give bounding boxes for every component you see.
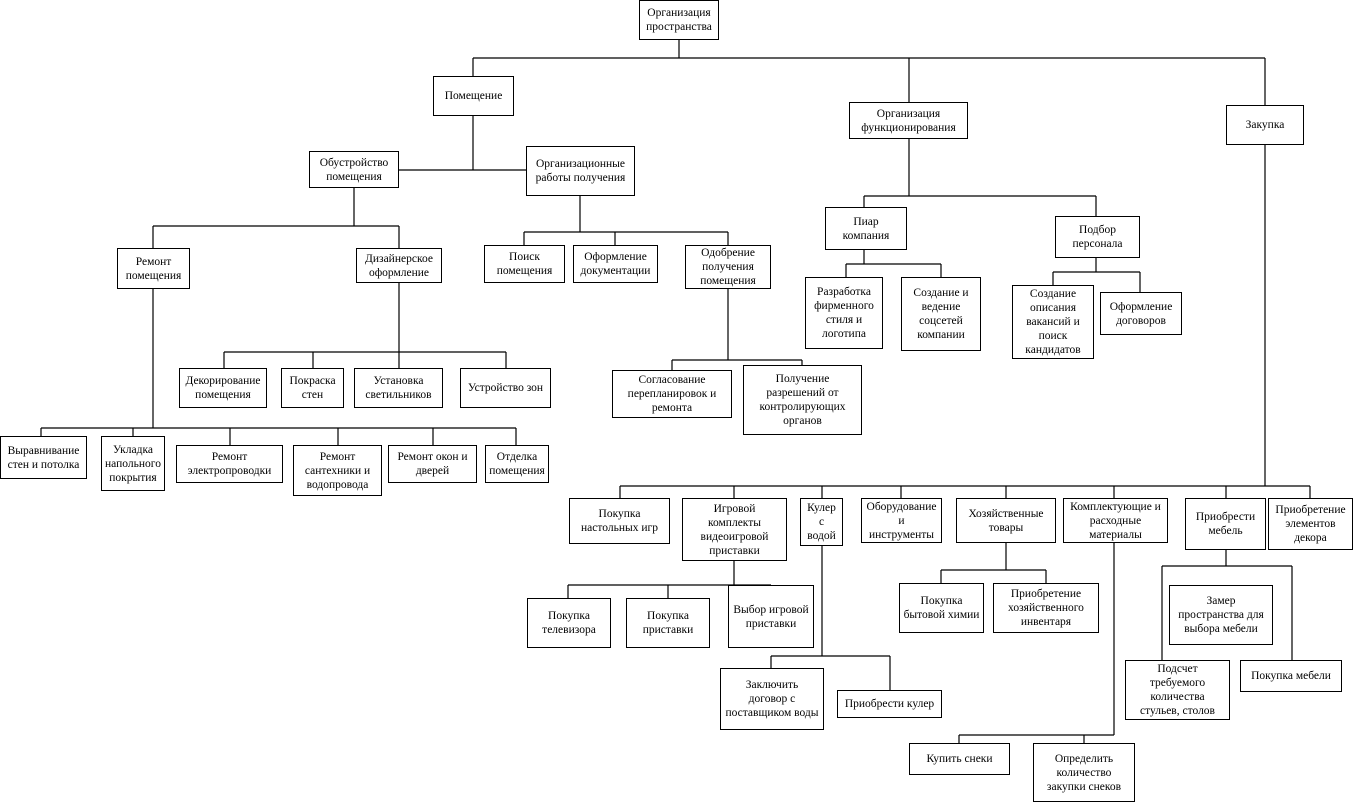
node-podschet-stulyev: Подсчет требуемого количества стульев, с… <box>1125 660 1230 720</box>
node-igrovoy-komplekt: Игровой комплекты видеоигровой приставки <box>682 498 787 561</box>
node-pokupka-bytovoy-himii: Покупка бытовой химии <box>899 583 984 633</box>
node-vyravnivanie-sten: Выравнивание стен и потолка <box>0 436 87 479</box>
node-obustroystvo-pomeshcheniya: Обустройство помещения <box>309 151 399 188</box>
node-organizatsiya-prostranstva: Организация пространства <box>639 0 719 40</box>
node-pokupka-mebeli: Покупка мебели <box>1240 660 1342 692</box>
node-soglasovanie-pereplanirovok: Согласование перепланировок и ремонта <box>612 370 732 418</box>
node-pokupka-pristavki: Покупка приставки <box>626 598 710 648</box>
node-poluchenie-razresheniy: Получение разрешений от контролирующих о… <box>743 365 862 435</box>
node-organizatsionnye-raboty: Организационные работы получения <box>526 146 635 196</box>
node-kupit-sneki: Купить снеки <box>909 743 1010 775</box>
node-remont-santehniki: Ремонт сантехники и водопровода <box>293 445 382 496</box>
node-piar-kompaniya: Пиар компания <box>825 207 907 250</box>
node-hozyaystvennye-tovary: Хозяйственные товары <box>956 498 1056 543</box>
node-priobretenie-dekora: Приобретение элементов декора <box>1268 498 1353 550</box>
node-sozdanie-opisaniya-vakansiy: Создание описания вакансий и поиск канди… <box>1012 285 1094 359</box>
node-priobresti-kuler: Приобрести кулер <box>837 690 942 718</box>
node-organizatsiya-funktsionirovaniya: Организация функционирования <box>849 102 968 139</box>
node-poisk-pomeshcheniya: Поиск помещения <box>484 245 565 283</box>
node-odobrenie-polucheniya: Одобрение получения помещения <box>685 245 771 289</box>
node-dizaynerskoe-oformlenie: Дизайнерское оформление <box>356 248 442 283</box>
node-pokupka-televizora: Покупка телевизора <box>527 598 611 648</box>
node-oformlenie-dokumentatsii: Оформление документации <box>573 245 658 283</box>
node-opredelit-kolichestvo-snekov: Определить количество закупки снеков <box>1033 743 1135 802</box>
node-ustanovka-svetilnikov: Установка светильников <box>354 368 443 408</box>
node-remont-elektroprovodki: Ремонт электропроводки <box>176 445 283 483</box>
node-zaklyuchit-dogovor-voda: Заключить договор с поставщиком воды <box>720 668 824 730</box>
node-priobresti-mebel: Приобрести мебель <box>1185 498 1266 550</box>
node-kuler-s-vodoy: Кулер с водой <box>800 498 843 546</box>
node-razrabotka-firmennogo-stilya: Разработка фирменного стиля и логотипа <box>805 277 883 349</box>
node-zamer-prostranstva: Замер пространства для выбора мебели <box>1169 585 1273 645</box>
node-oborudovanie-instrumenty: Оборудование и инструменты <box>861 498 942 543</box>
node-priobretenie-inventarya: Приобретение хозяйственного инвентаря <box>993 583 1099 633</box>
node-remont-okon-dverey: Ремонт окон и дверей <box>388 445 477 483</box>
node-sozdanie-socsetey: Создание и ведение соцсетей компании <box>901 277 981 351</box>
node-otdelka-pomeshcheniya: Отделка помещения <box>485 445 549 483</box>
node-zakupka: Закупка <box>1226 105 1304 145</box>
node-pokraska-sten: Покраска стен <box>281 368 344 408</box>
node-komplektuyushchie-materialy: Комплектующие и расходные материалы <box>1063 498 1168 543</box>
node-remont-pomeshcheniya: Ремонт помещения <box>117 248 190 289</box>
node-ustroystvo-zon: Устройство зон <box>460 368 551 408</box>
node-pomeshchenie: Помещение <box>433 76 514 116</box>
node-oformlenie-dogovorov: Оформление договоров <box>1100 292 1182 335</box>
node-ukladka-pokrytiya: Укладка напольного покрытия <box>101 436 165 491</box>
node-podbor-personala: Подбор персонала <box>1055 216 1140 258</box>
node-vybor-igrovoy-pristavki: Выбор игровой приставки <box>728 585 814 648</box>
node-pokupka-nastolnyh-igr: Покупка настольных игр <box>569 498 670 544</box>
node-dekorirovanie-pomeshcheniya: Декорирование помещения <box>179 368 267 408</box>
